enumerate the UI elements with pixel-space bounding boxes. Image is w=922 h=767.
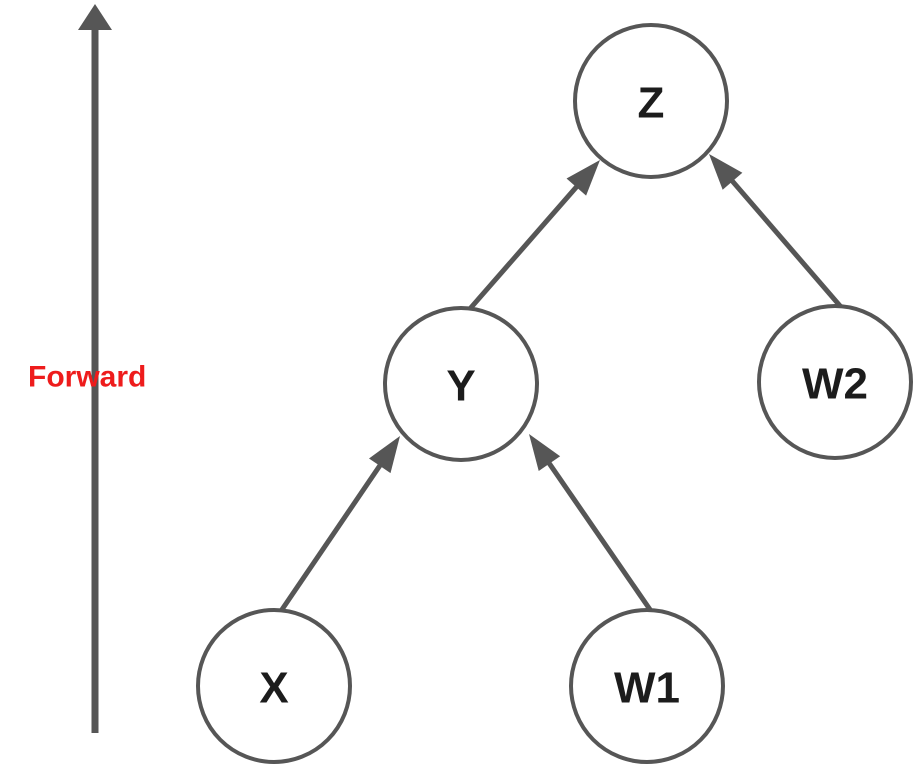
node-label-y: Y	[446, 362, 475, 411]
edge-line-w1-to-y	[542, 455, 654, 613]
edge-line-x-to-y	[278, 457, 387, 613]
forward-axis-label: Forward	[28, 361, 146, 394]
node-circle-y[interactable]	[383, 306, 539, 462]
node-label-w1: W1	[614, 664, 680, 713]
node-circle-x[interactable]	[196, 608, 352, 764]
edge-x-to-y	[278, 436, 400, 613]
node-y[interactable]: Y	[383, 306, 539, 462]
edges-group	[278, 154, 843, 613]
node-w2[interactable]: W2	[757, 304, 913, 460]
node-circle-w1[interactable]	[569, 608, 725, 764]
edge-w2-to-z	[709, 154, 843, 309]
node-circle-z[interactable]	[573, 23, 729, 179]
edge-arrowhead-icon-y-to-z	[566, 160, 600, 196]
node-label-x: X	[259, 664, 288, 713]
nodes-group: Z Y W2X W1	[196, 23, 913, 764]
node-label-w2: W2	[802, 360, 868, 409]
edge-arrowhead-icon-w2-to-z	[709, 154, 743, 190]
forward-axis-group	[78, 4, 112, 733]
edge-w1-to-y	[529, 434, 654, 613]
node-x[interactable]: X	[196, 608, 352, 764]
node-z[interactable]: Z	[573, 23, 729, 179]
edge-line-y-to-z	[466, 179, 584, 313]
edge-arrowhead-icon-x-to-y	[369, 436, 400, 474]
node-circle-w2[interactable]	[757, 304, 913, 460]
edge-y-to-z	[466, 160, 600, 313]
edge-arrowhead-icon-w1-to-y	[529, 434, 561, 472]
node-w1[interactable]: W1	[569, 608, 725, 764]
node-label-z: Z	[638, 79, 665, 128]
forward-axis-arrowhead-icon	[78, 4, 112, 30]
edge-line-w2-to-z	[725, 173, 843, 309]
